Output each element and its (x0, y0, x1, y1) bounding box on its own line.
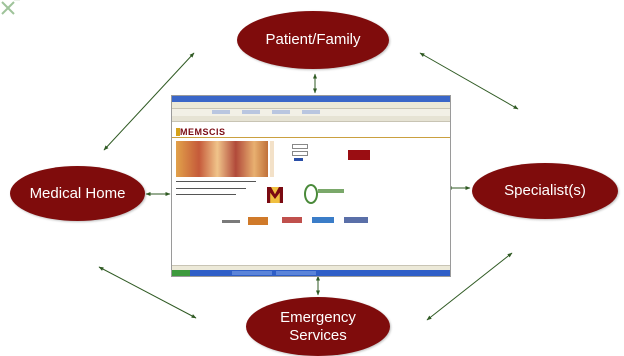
node-emergency-services: Emergency Services (246, 297, 390, 356)
sponsor-logo (222, 220, 240, 223)
text-line (176, 181, 256, 182)
partner-logo-text (318, 189, 344, 193)
sponsor-logo (312, 217, 334, 223)
arrow-medical-emerg (98, 266, 197, 319)
browser-status-bar (172, 265, 450, 270)
node-medical-home: Medical Home (10, 166, 145, 221)
node-emergency-services-label: Emergency Services (280, 308, 356, 344)
login-button (294, 158, 303, 161)
browser-menubar (172, 102, 450, 109)
site-nav-bar (172, 137, 450, 138)
node-specialists-label: Specialist(s) (504, 182, 586, 199)
website-screenshot: MEMSCIS (171, 95, 451, 277)
node-specialists: Specialist(s) (472, 163, 618, 219)
toolbar-button-icon (242, 110, 260, 114)
text-line (176, 194, 236, 195)
taskbar-item (232, 271, 272, 275)
node-patient-family-label: Patient/Family (265, 31, 361, 48)
sponsor-logo (282, 217, 302, 223)
arrow-patient-special (419, 52, 519, 110)
start-button (172, 270, 190, 276)
taskbar-item (276, 271, 316, 275)
photo-edge (270, 141, 274, 177)
node-patient-family: Patient/Family (237, 11, 389, 69)
arrow-emerg-special (426, 252, 513, 321)
toolbar-button-icon (272, 110, 290, 114)
browser-titlebar (172, 96, 450, 102)
red-banner-button (348, 150, 370, 160)
text-line (176, 188, 246, 189)
toolbar-button-icon (212, 110, 230, 114)
corner-logo-icon (1, 0, 20, 15)
children-photo (176, 141, 268, 177)
partner-logo-icon (304, 184, 318, 204)
node-medical-home-label: Medical Home (29, 184, 126, 202)
login-username-field (292, 144, 308, 149)
site-logo: MEMSCIS (180, 127, 226, 137)
login-password-field (292, 151, 308, 156)
arrow-medical-patient (103, 52, 195, 151)
toolbar-button-icon (302, 110, 320, 114)
sponsor-logo (248, 217, 268, 225)
browser-address-bar (172, 116, 450, 122)
sponsor-logo (344, 217, 368, 223)
site-logo-mark-icon (176, 128, 180, 136)
